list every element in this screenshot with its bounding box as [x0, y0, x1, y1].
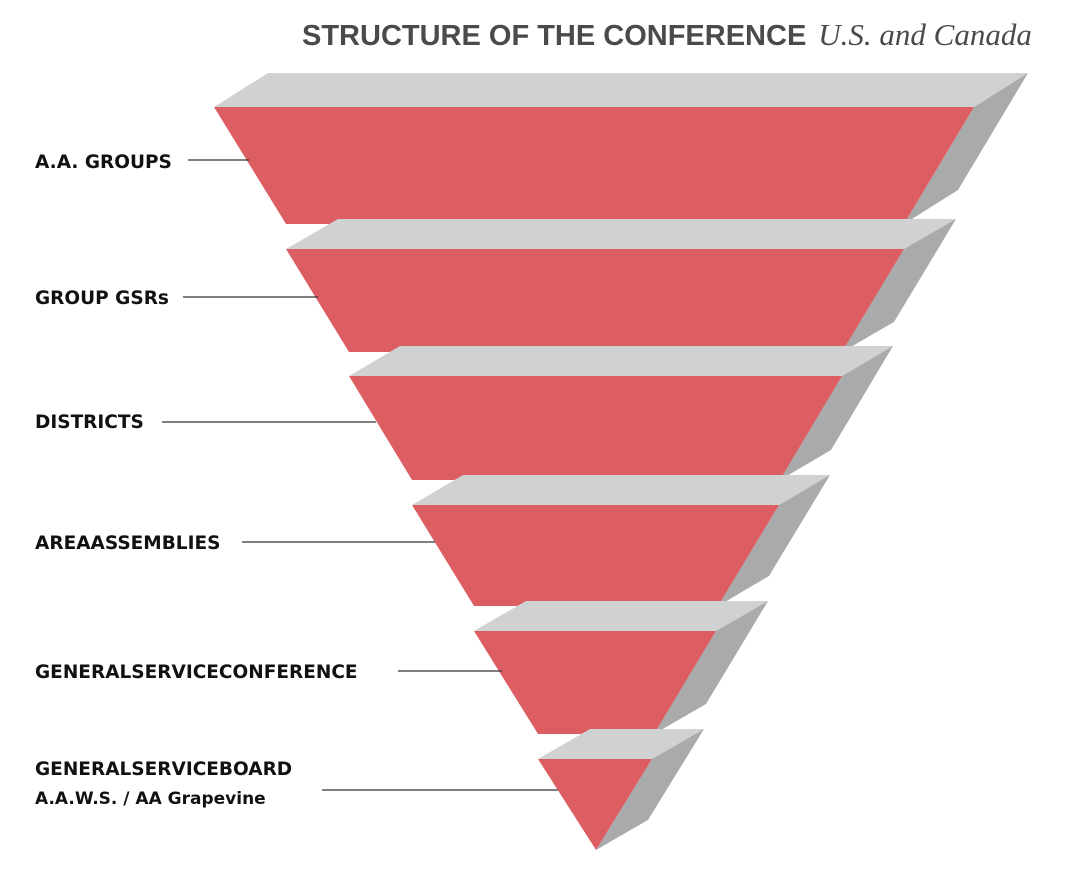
segment-aa-groups — [214, 73, 1028, 224]
level-aa-groups: A.A. GROUPS — [35, 152, 249, 173]
segment-general-service-board-side — [596, 729, 704, 850]
segment-districts-side — [780, 346, 893, 480]
segment-general-service-conference-side — [654, 601, 768, 734]
segment-general-service-conference — [474, 601, 768, 734]
segment-area-assemblies — [412, 475, 830, 606]
level-label: DISTRICTS — [35, 412, 144, 433]
title-sub: U.S. and Canada — [818, 17, 1032, 52]
segment-general-service-conference-top — [474, 601, 768, 631]
segment-districts-front — [349, 376, 842, 480]
level-label: GENERALSERVICEBOARD — [35, 759, 292, 780]
svg-text:STRUCTURE OF THE CONFERENCE: STRUCTURE OF THE CONFERENCE U.S. and Can… — [302, 17, 1032, 52]
level-sublabel: A.A.W.S. / AA Grapevine — [35, 789, 266, 809]
level-labels: A.A. GROUPS GROUP GSRs DISTRICTS AREAASS… — [35, 152, 558, 809]
segment-aa-groups-side — [904, 73, 1028, 224]
pyramid — [214, 73, 1028, 850]
segment-group-gsrs — [286, 219, 956, 352]
segment-general-service-board — [538, 729, 704, 850]
level-label: GROUP GSRs — [35, 288, 169, 309]
segment-aa-groups-front — [214, 107, 974, 224]
segment-districts — [349, 346, 893, 480]
level-label: AREAASSEMBLIES — [35, 533, 220, 554]
segment-group-gsrs-side — [842, 219, 956, 352]
segment-area-assemblies-top — [412, 475, 830, 505]
segment-group-gsrs-top — [286, 219, 956, 249]
segment-area-assemblies-side — [718, 475, 830, 606]
segment-general-service-board-top — [538, 729, 704, 759]
segment-area-assemblies-front — [412, 505, 779, 606]
level-label: GENERALSERVICECONFERENCE — [35, 662, 358, 683]
level-general-service-board: GENERALSERVICEBOARD A.A.W.S. / AA Grapev… — [35, 759, 558, 809]
segment-general-service-conference-front — [474, 631, 716, 734]
level-group-gsrs: GROUP GSRs — [35, 288, 318, 309]
diagram-title: STRUCTURE OF THE CONFERENCE U.S. and Can… — [302, 17, 1032, 52]
segment-general-service-board-front — [538, 759, 652, 850]
segment-districts-top — [349, 346, 893, 376]
level-general-service-conference: GENERALSERVICECONFERENCE — [35, 662, 502, 683]
segment-group-gsrs-front — [286, 249, 904, 352]
segment-aa-groups-top — [214, 73, 1028, 107]
level-districts: DISTRICTS — [35, 412, 376, 433]
title-main: STRUCTURE OF THE CONFERENCE — [302, 20, 806, 52]
level-label: A.A. GROUPS — [35, 152, 172, 173]
level-area-assemblies: AREAASSEMBLIES — [35, 533, 435, 554]
